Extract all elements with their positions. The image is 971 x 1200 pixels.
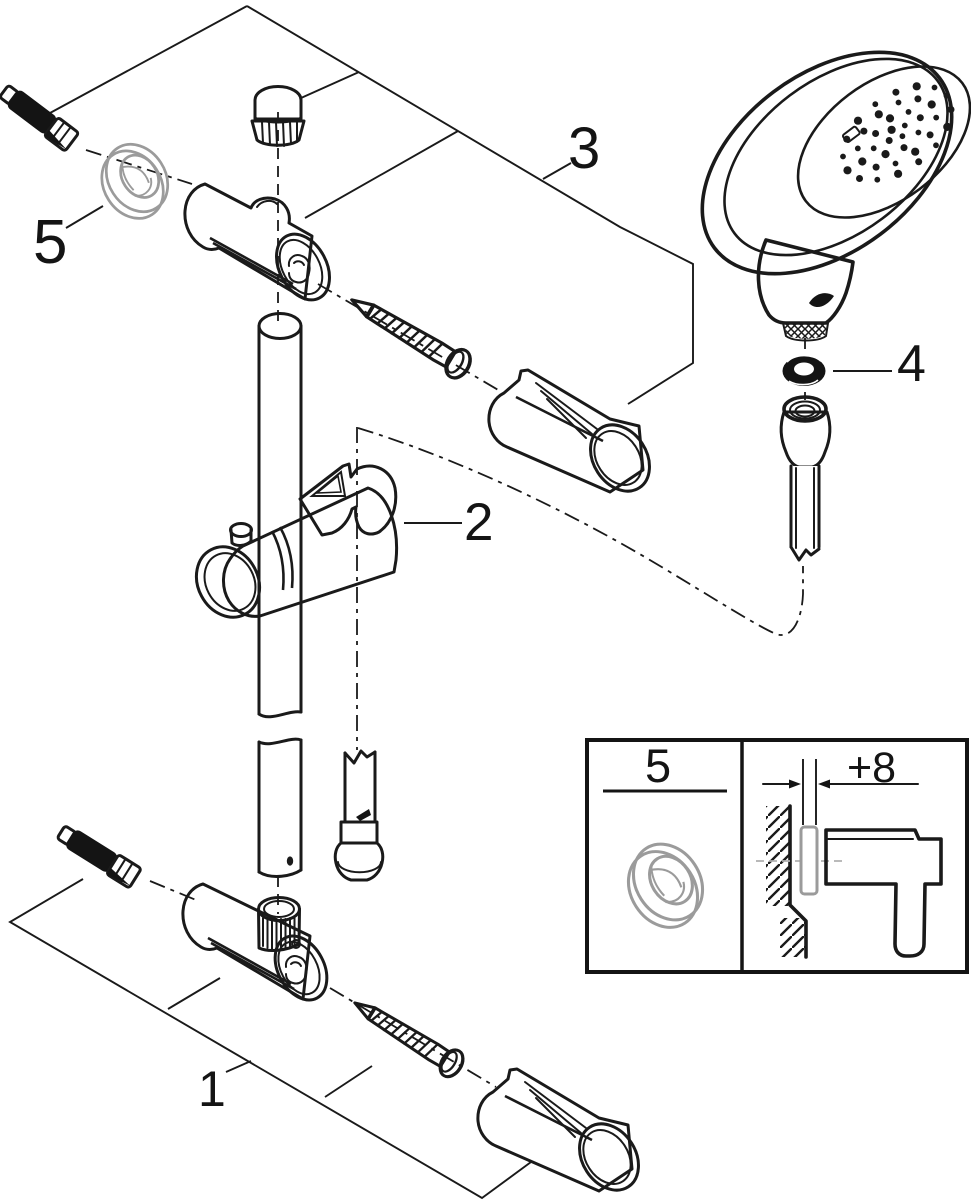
fixing-screw-top <box>342 285 477 385</box>
hose-routing-curve <box>357 427 804 636</box>
inset-wall-section <box>766 804 808 959</box>
frame-lines-group-3 <box>49 5 694 405</box>
wall-bracket-top <box>183 182 331 302</box>
spray-face <box>796 65 971 219</box>
inset-dimension-label: +8 <box>847 744 897 792</box>
bracket-cover-cap <box>250 85 306 147</box>
fixing-screw-bottom <box>345 989 470 1083</box>
hand-shower <box>700 50 971 342</box>
callout-3: 3 <box>568 116 601 181</box>
assembly-axis-lines <box>85 112 806 1088</box>
leader-lines <box>65 205 892 524</box>
holder-body <box>222 486 399 618</box>
hose-end-upper <box>779 395 832 562</box>
bracket-cover-sleeve-top <box>487 368 664 504</box>
inset-callout-5: 5 <box>645 739 672 792</box>
bracket-clip-hole <box>291 939 301 949</box>
holder-lock-knob <box>229 522 253 547</box>
spacer-ring <box>86 131 184 232</box>
bracket-screw-boss-bottom <box>284 955 308 985</box>
inset-detail-box <box>585 738 969 974</box>
bracket-screw-boss <box>287 254 311 284</box>
shower-head-outline <box>700 50 954 276</box>
spray-nozzle-dots <box>840 82 955 183</box>
hose-end-lower <box>333 749 385 882</box>
shower-rail-tube <box>257 312 303 878</box>
handle-wave-mark <box>809 293 834 308</box>
callout-2: 2 <box>464 493 494 552</box>
glide-holder <box>194 462 399 619</box>
wall-bracket-bottom <box>181 882 329 1002</box>
wall-plug-screw-bottom <box>53 820 143 890</box>
holder-hook <box>298 462 398 537</box>
inset-bracket-section <box>824 828 943 958</box>
wall-plug-screw-top <box>0 80 81 153</box>
inset-spacer-edge-view <box>799 825 819 896</box>
inset-dimension <box>762 759 919 825</box>
callout-5: 5 <box>33 208 68 277</box>
callout-1: 1 <box>198 1061 226 1117</box>
bracket-cover-sleeve-bottom <box>476 1067 653 1200</box>
frame-lines-group-1 <box>8 878 532 1200</box>
rail-screw-hole <box>286 856 294 866</box>
callout-4: 4 <box>897 335 926 393</box>
hose-washer <box>782 354 826 386</box>
